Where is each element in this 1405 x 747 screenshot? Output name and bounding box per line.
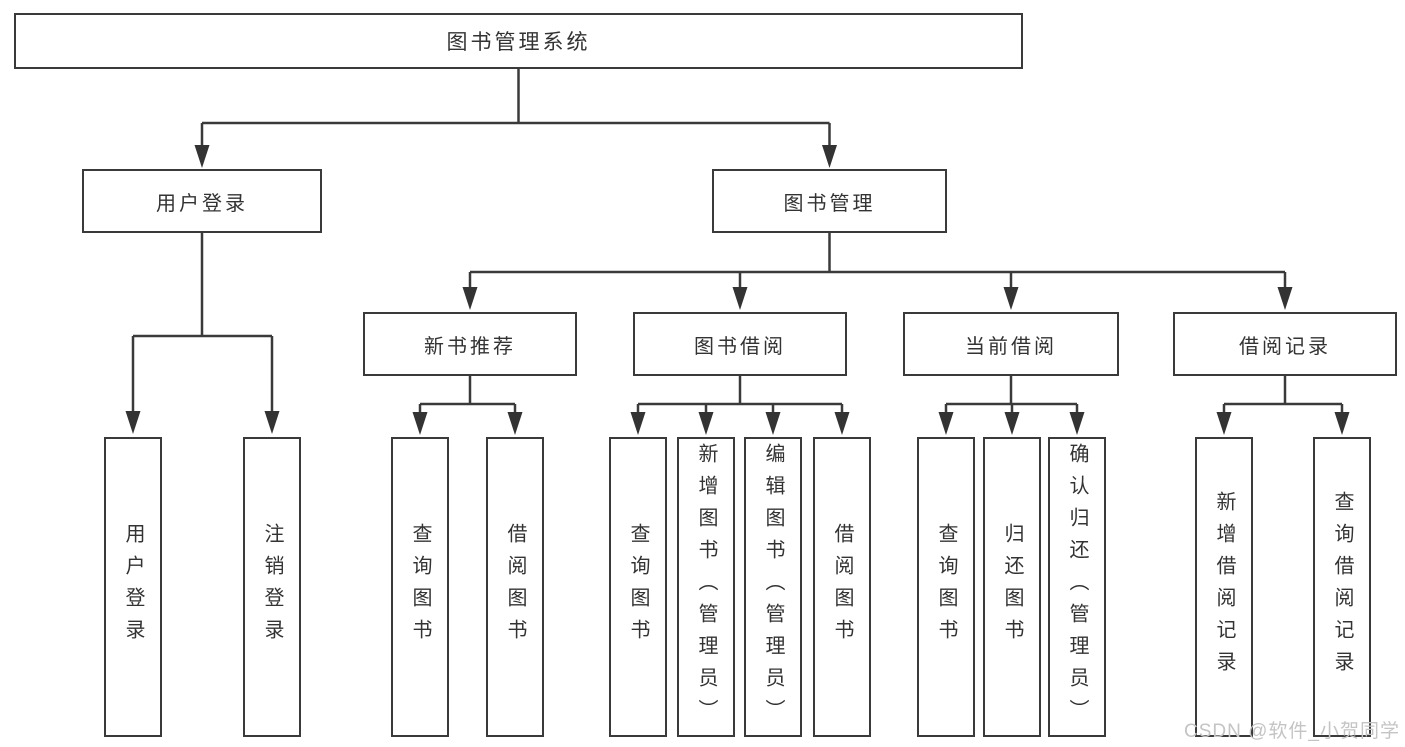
leaf-query-books-current: 查询图书 [917,437,975,737]
leaf-query-books-recommend-label: 查询图书 [409,523,431,651]
leaf-return-books: 归还图书 [983,437,1041,737]
node-user-login: 用户登录 [82,169,322,233]
leaf-return-books-label: 归还图书 [1001,523,1023,651]
root-node-label: 图书管理系统 [446,31,591,54]
node-borrowing-records: 借阅记录 [1173,312,1397,376]
leaf-borrow-books-label: 借阅图书 [831,523,853,651]
node-current-borrowing-label: 当前借阅 [965,335,1057,358]
leaf-query-books-borrowing-label: 查询图书 [627,523,649,651]
node-book-borrowing-label: 图书借阅 [694,335,786,358]
leaf-user-login-label: 用户登录 [122,523,144,651]
leaf-borrow-books-recommend-label: 借阅图书 [504,523,526,651]
leaf-user-login: 用户登录 [104,437,162,737]
leaf-confirm-return-admin: 确认归还（管理员） [1048,437,1106,737]
leaf-logout: 注销登录 [243,437,301,737]
csdn-watermark: CSDN @软件_小贺同学 [1184,721,1400,742]
node-new-book-recommendation-label: 新书推荐 [424,335,516,358]
node-book-management-label: 图书管理 [783,192,876,215]
leaf-add-books-admin-label: 新增图书（管理员） [695,443,717,731]
node-current-borrowing: 当前借阅 [903,312,1119,376]
leaf-borrow-books: 借阅图书 [813,437,871,737]
node-new-book-recommendation: 新书推荐 [363,312,577,376]
leaf-query-books-current-label: 查询图书 [935,523,957,651]
leaf-add-borrow-record-label: 新增借阅记录 [1213,491,1235,683]
leaf-confirm-return-admin-label: 确认归还（管理员） [1066,443,1088,731]
node-book-management: 图书管理 [712,169,947,233]
leaf-query-books-borrowing: 查询图书 [609,437,667,737]
leaf-edit-books-admin: 编辑图书（管理员） [744,437,802,737]
leaf-edit-books-admin-label: 编辑图书（管理员） [762,443,784,731]
leaf-add-borrow-record: 新增借阅记录 [1195,437,1253,737]
node-book-borrowing: 图书借阅 [633,312,847,376]
leaf-borrow-books-recommend: 借阅图书 [486,437,544,737]
node-user-login-label: 用户登录 [156,192,248,215]
leaf-query-borrow-record-label: 查询借阅记录 [1331,491,1353,683]
leaf-query-borrow-record: 查询借阅记录 [1313,437,1371,737]
leaf-query-books-recommend: 查询图书 [391,437,449,737]
node-borrowing-records-label: 借阅记录 [1239,335,1331,358]
leaf-add-books-admin: 新增图书（管理员） [677,437,735,737]
leaf-logout-label: 注销登录 [261,523,283,651]
root-node-library-management-system: 图书管理系统 [14,13,1023,69]
